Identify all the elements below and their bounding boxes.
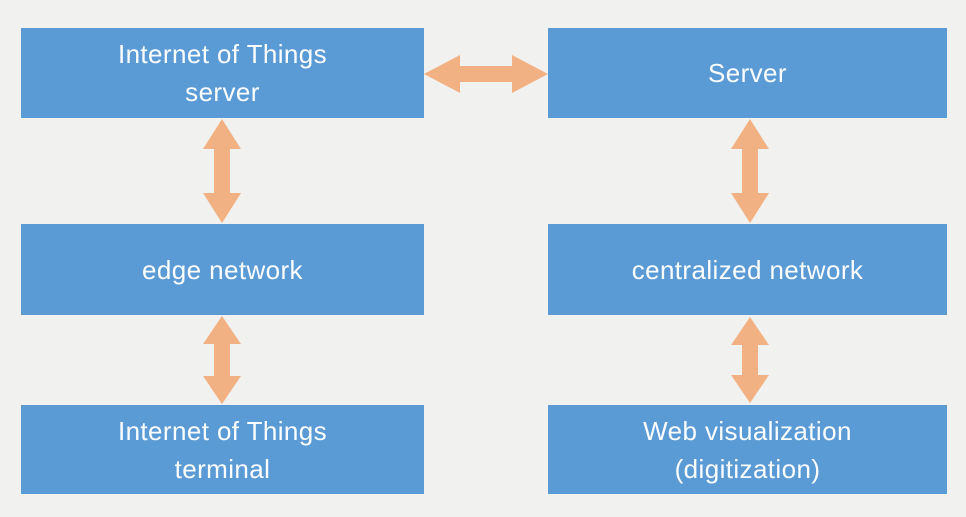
arrow-centralized-network-web-visualization xyxy=(731,317,769,403)
box-iot-terminal-label: Internet of Things terminal xyxy=(117,415,328,484)
box-edge-network: edge network xyxy=(21,224,424,315)
box-web-visualization: Web visualization (digitization) xyxy=(548,405,947,494)
box-iot-terminal: Internet of Things terminal xyxy=(21,405,424,494)
box-iot-server: Internet of Things server xyxy=(21,28,424,118)
box-centralized-network-label: centralized network xyxy=(631,254,864,285)
box-server-label: Server xyxy=(708,58,787,88)
arrow-iot-server-server xyxy=(424,55,548,93)
box-server: Server xyxy=(548,28,947,118)
box-web-visualization-label: Web visualization (digitization) xyxy=(643,415,852,484)
box-iot-server-label: Internet of Things server xyxy=(117,39,328,107)
arrow-server-centralized-network xyxy=(731,119,769,223)
box-edge-network-label: edge network xyxy=(142,254,303,285)
box-centralized-network: centralized network xyxy=(548,224,947,315)
arrow-edge-network-iot-terminal xyxy=(203,316,241,404)
arrow-iot-server-edge-network xyxy=(203,119,241,223)
